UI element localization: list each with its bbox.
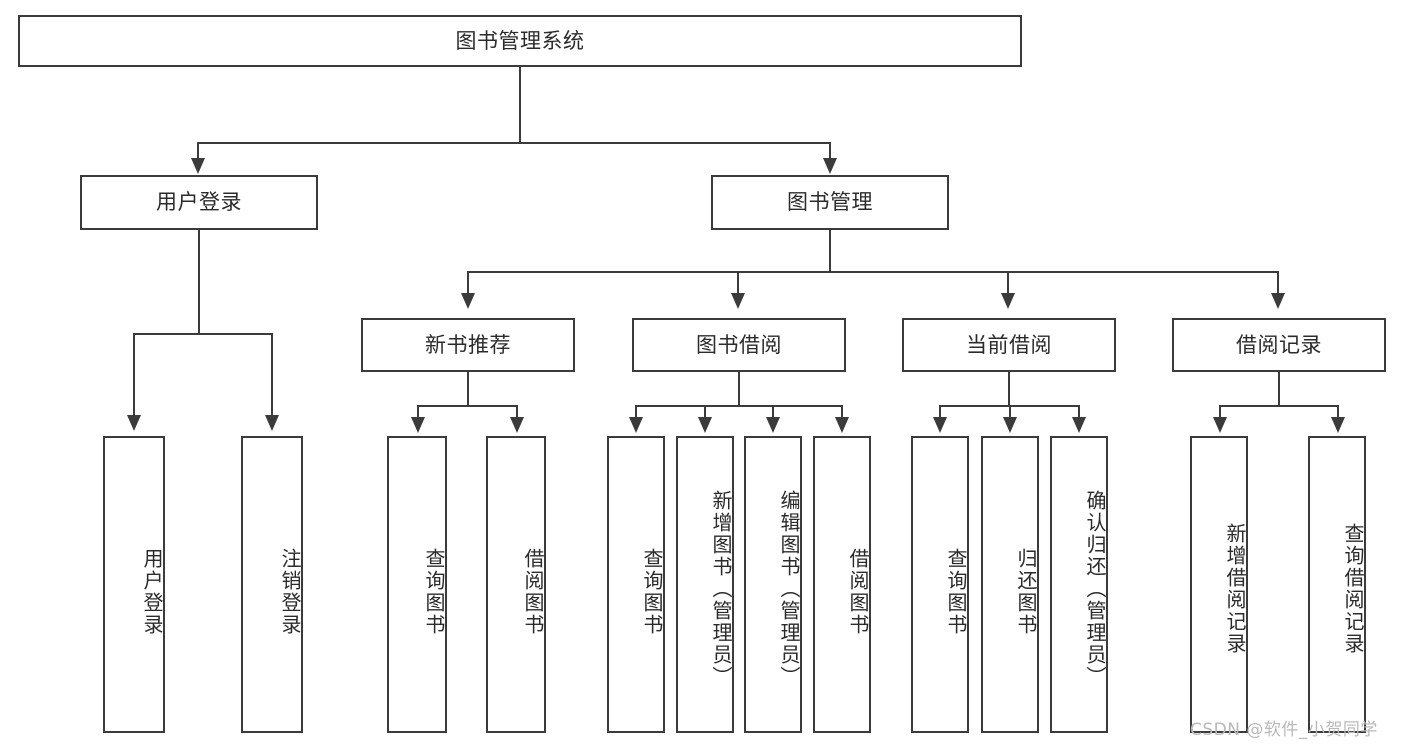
connector-book-manage-stem (829, 230, 831, 272)
connector-book-manage-to-l3-4 (1277, 271, 1279, 295)
connector-new-book-recommend-bus (417, 405, 518, 407)
node-label: 借阅图书 (521, 547, 545, 636)
connector-user-login-to-leaf-2 (271, 333, 273, 417)
arrowhead-nbr-to-leaf-2 (510, 417, 524, 433)
node-label: 用户登录 (156, 190, 242, 214)
connector-root-stem (519, 66, 521, 143)
connector-book-borrow-stem (738, 372, 740, 406)
node-leaf-add-book-admin[interactable]: 新增图书（管理员） (676, 436, 734, 733)
node-label: 查询图书 (944, 547, 968, 636)
connector-cb-to-leaf-1 (939, 405, 941, 419)
arrowhead-user-login-to-leaf-2 (265, 415, 279, 431)
connector-bb-to-leaf-2 (704, 405, 706, 419)
node-label: 注销登录 (278, 547, 302, 636)
connector-bb-to-leaf-3 (772, 405, 774, 419)
node-label: 查询图书 (640, 547, 664, 636)
connector-borrow-record-bus (1219, 405, 1339, 407)
node-label: 当前借阅 (966, 332, 1052, 357)
node-label: 新增借阅记录 (1223, 522, 1247, 655)
node-label: 用户登录 (140, 547, 164, 636)
arrowhead-cb-to-leaf-2 (1003, 417, 1017, 433)
node-leaf-confirm-return-admin[interactable]: 确认归还（管理员） (1050, 436, 1108, 733)
node-label: 编辑图书（管理员） (777, 489, 801, 688)
node-leaf-return-book[interactable]: 归还图书 (981, 436, 1039, 733)
connector-cb-to-leaf-2 (1009, 405, 1011, 419)
node-leaf-user-login[interactable]: 用户登录 (103, 436, 165, 733)
connector-new-book-recommend-stem (467, 372, 469, 406)
arrowhead-cb-to-leaf-1 (933, 417, 947, 433)
connector-book-manage-to-l3-2 (737, 271, 739, 295)
connector-bb-to-leaf-1 (635, 405, 637, 419)
arrowhead-br-to-leaf-2 (1331, 417, 1345, 433)
connector-user-login-to-leaf-1 (133, 333, 135, 417)
node-leaf-query-book-1[interactable]: 查询图书 (387, 436, 447, 733)
node-leaf-query-borrow-record[interactable]: 查询借阅记录 (1308, 436, 1366, 733)
connector-user-login-stem (198, 230, 200, 334)
connector-root-to-user-login (197, 142, 199, 160)
arrowhead-br-to-leaf-1 (1213, 417, 1227, 433)
connector-bb-to-leaf-4 (841, 405, 843, 419)
connector-root-bus (197, 142, 831, 144)
node-label: 图书管理 (787, 190, 873, 214)
connector-br-to-leaf-1 (1219, 405, 1221, 419)
node-root-system[interactable]: 图书管理系统 (18, 15, 1022, 67)
node-label: 归还图书 (1014, 547, 1038, 636)
arrowhead-root-to-user-login (191, 158, 205, 174)
connector-borrow-record-stem (1278, 372, 1280, 406)
node-leaf-borrow-book-1[interactable]: 借阅图书 (486, 436, 546, 733)
node-book-borrow[interactable]: 图书借阅 (632, 318, 846, 372)
arrowhead-bb-to-leaf-3 (766, 417, 780, 433)
arrowhead-cb-to-leaf-3 (1072, 417, 1086, 433)
node-leaf-logout-login[interactable]: 注销登录 (241, 436, 303, 733)
connector-nbr-to-leaf-2 (516, 405, 518, 419)
connector-book-manage-to-l3-1 (467, 271, 469, 295)
node-label: 借阅记录 (1236, 332, 1322, 357)
node-label: 新书推荐 (425, 332, 511, 357)
node-current-borrow[interactable]: 当前借阅 (902, 318, 1116, 372)
node-label: 图书管理系统 (455, 28, 585, 53)
arrowhead-root-to-book-manage (823, 158, 837, 174)
connector-current-borrow-stem (1008, 372, 1010, 406)
node-leaf-borrow-book-2[interactable]: 借阅图书 (813, 436, 871, 733)
node-label: 确认归还（管理员） (1083, 489, 1107, 688)
arrowhead-nbr-to-leaf-1 (411, 417, 425, 433)
node-leaf-query-book-2[interactable]: 查询图书 (607, 436, 665, 733)
node-leaf-add-borrow-record[interactable]: 新增借阅记录 (1190, 436, 1248, 733)
node-book-manage[interactable]: 图书管理 (711, 175, 949, 230)
arrowhead-book-manage-to-l3-3 (1001, 293, 1015, 309)
connector-book-manage-bus (467, 271, 1279, 273)
node-label: 新增图书（管理员） (709, 489, 733, 688)
node-label: 查询借阅记录 (1341, 522, 1365, 655)
connector-user-login-bus (133, 333, 272, 335)
node-user-login[interactable]: 用户登录 (80, 175, 318, 230)
node-label: 查询图书 (422, 547, 446, 636)
arrowhead-book-manage-to-l3-4 (1271, 293, 1285, 309)
arrowhead-book-manage-to-l3-2 (731, 293, 745, 309)
node-new-book-recommend[interactable]: 新书推荐 (361, 318, 575, 372)
node-borrow-record[interactable]: 借阅记录 (1172, 318, 1386, 372)
arrowhead-bb-to-leaf-4 (835, 417, 849, 433)
arrowhead-bb-to-leaf-2 (698, 417, 712, 433)
connector-book-manage-to-l3-3 (1007, 271, 1009, 295)
arrowhead-bb-to-leaf-1 (629, 417, 643, 433)
connector-root-to-book-manage (829, 142, 831, 160)
node-leaf-query-book-3[interactable]: 查询图书 (911, 436, 969, 733)
node-label: 借阅图书 (846, 547, 870, 636)
node-leaf-edit-book-admin[interactable]: 编辑图书（管理员） (744, 436, 802, 733)
connector-br-to-leaf-2 (1337, 405, 1339, 419)
node-label: 图书借阅 (696, 332, 782, 357)
connector-nbr-to-leaf-1 (417, 405, 419, 419)
arrowhead-user-login-to-leaf-1 (127, 415, 141, 431)
connector-cb-to-leaf-3 (1078, 405, 1080, 419)
arrowhead-book-manage-to-l3-1 (461, 293, 475, 309)
connector-book-borrow-bus (635, 405, 843, 407)
